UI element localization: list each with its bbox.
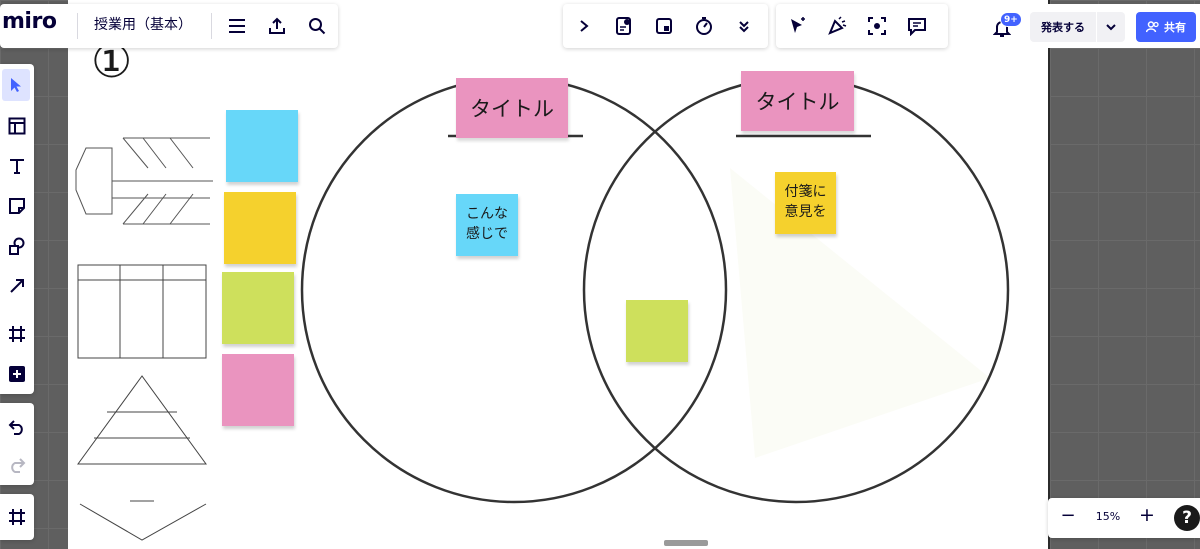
chevron-down-icon <box>1106 24 1116 31</box>
shapes-tool[interactable] <box>0 230 34 262</box>
shapes-icon <box>9 237 25 255</box>
more-tools-icon[interactable] <box>728 10 760 42</box>
sticky-note-yellow-text: 付箋に 意見を <box>784 184 827 220</box>
frames-icon <box>9 509 25 525</box>
export-icon[interactable] <box>261 10 293 42</box>
sticky-note-blue[interactable] <box>456 194 518 256</box>
search-icon[interactable] <box>301 10 333 42</box>
share-label: 共有 <box>1164 21 1186 34</box>
plus-square-icon <box>9 366 25 382</box>
fishbone-diagram <box>75 137 213 225</box>
users-icon <box>1146 21 1159 33</box>
sticky-stack-pink[interactable] <box>222 354 294 426</box>
cursor-icon[interactable] <box>781 10 813 42</box>
focus-icon[interactable] <box>861 10 893 42</box>
text-tool[interactable] <box>0 150 34 182</box>
funnel-template <box>79 500 207 541</box>
board-frame-edge <box>1048 0 1050 549</box>
undo-redo-panel <box>0 403 34 485</box>
venn-right-circle <box>582 78 1010 504</box>
left-tool-panel <box>0 64 34 394</box>
present-dropdown-button[interactable] <box>1097 12 1125 42</box>
comment-icon[interactable] <box>901 10 933 42</box>
faint-background-shape <box>730 168 990 458</box>
frames-list-button[interactable] <box>0 501 34 533</box>
sticky-stack-blue[interactable] <box>226 110 298 182</box>
venn-left-circle <box>300 78 728 504</box>
template-icon[interactable] <box>608 10 640 42</box>
zoom-level[interactable]: 15% <box>1095 510 1121 523</box>
miro-logo[interactable]: miro <box>2 9 57 34</box>
zoom-out-button[interactable]: − <box>1060 505 1076 526</box>
collaboration-toolbar <box>776 4 948 48</box>
sticky-stack-yellow[interactable] <box>224 192 296 264</box>
undo-icon <box>8 420 23 435</box>
templates-tool[interactable] <box>0 110 34 142</box>
sticky-note-tool[interactable] <box>0 190 34 222</box>
zoom-in-button[interactable]: + <box>1139 504 1155 526</box>
help-button[interactable]: ? <box>1174 505 1200 531</box>
top-left-toolbar <box>0 4 338 48</box>
arrow-icon <box>10 279 24 293</box>
timer-icon[interactable] <box>688 10 720 42</box>
layout-icon <box>8 117 26 135</box>
share-button[interactable]: 共有 <box>1136 12 1196 42</box>
board-name[interactable]: 授業用（基本） <box>94 17 192 33</box>
redo-button[interactable] <box>0 449 34 481</box>
venn-diagram[interactable] <box>300 78 1015 508</box>
sticky-note-green[interactable] <box>626 300 688 362</box>
present-button[interactable]: 発表する <box>1030 12 1096 42</box>
sticky-note-yellow[interactable] <box>775 172 836 234</box>
redo-icon <box>11 458 26 473</box>
horizontal-scrollbar-handle[interactable] <box>664 540 708 546</box>
sticky-note-blue-text: こんな 感じで <box>466 206 508 242</box>
frame-tool[interactable] <box>0 318 34 350</box>
template-shapes[interactable] <box>68 120 228 549</box>
table-template <box>77 264 207 359</box>
venn-left-title[interactable]: タイトル <box>456 78 568 138</box>
sticky-stack-icon[interactable] <box>648 10 680 42</box>
select-tool[interactable] <box>2 69 30 101</box>
menu-icon[interactable] <box>221 10 253 42</box>
text-icon <box>10 159 24 174</box>
expand-icon[interactable] <box>568 10 600 42</box>
cursor-arrow-icon <box>11 78 21 92</box>
frame-icon <box>9 326 25 342</box>
divider <box>77 13 78 39</box>
divider <box>211 13 212 39</box>
frames-panel <box>0 494 34 540</box>
venn-right-title[interactable]: タイトル <box>741 71 854 131</box>
notification-badge: 9+ <box>1000 12 1022 27</box>
undo-button[interactable] <box>0 411 34 443</box>
sticky-note-icon <box>9 198 25 214</box>
sticky-stack-green[interactable] <box>222 272 294 344</box>
connection-line-tool[interactable] <box>0 270 34 302</box>
pyramid-template <box>77 375 207 465</box>
celebrate-icon[interactable] <box>821 10 853 42</box>
more-apps-tool[interactable] <box>0 358 34 390</box>
canvas-background-right <box>1050 0 1200 549</box>
